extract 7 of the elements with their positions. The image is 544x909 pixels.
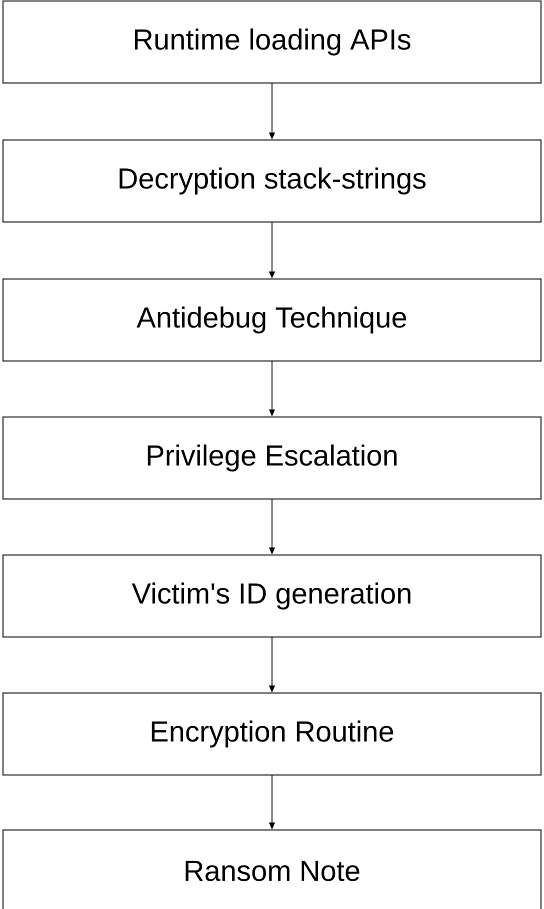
process-box: Decryption stack-strings [2, 140, 542, 222]
process-box: Victim's ID generation [2, 554, 542, 638]
process-box: Ransom Note [2, 830, 542, 909]
process-box: Runtime loading APIs [2, 0, 542, 84]
process-box: Antidebug Technique [2, 278, 542, 362]
process-box: Privilege Escalation [2, 416, 542, 500]
process-box: Encryption Routine [2, 692, 542, 776]
